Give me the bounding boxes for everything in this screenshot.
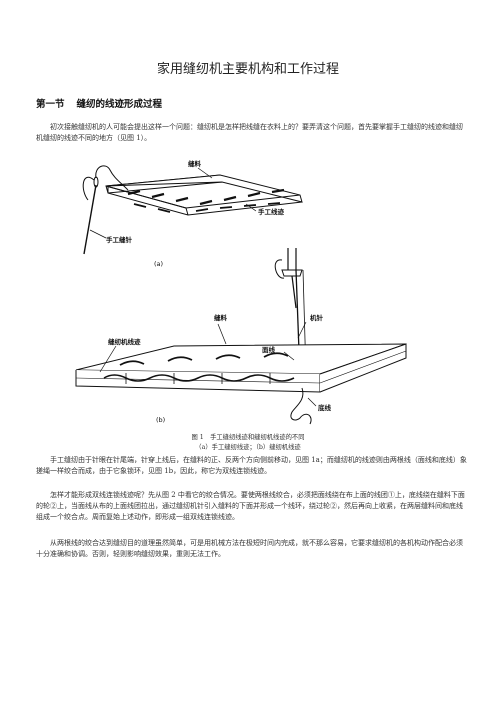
figure-illustration: 缝料 手工线迹 手工缝针 (a) xyxy=(75,159,407,425)
section-heading: 第一节缝纫的线迹形成过程 xyxy=(36,96,162,110)
page-title: 家用缝纫机主要机构和工作过程 xyxy=(156,62,339,77)
hand-stitch-diagram xyxy=(82,165,303,255)
label-part-b: (b) xyxy=(156,416,165,424)
machine-stitch-diagram xyxy=(75,248,407,425)
label-fabric-b: 缝料 xyxy=(214,313,228,322)
paragraph-lockstitch-formation: 怎样才能形成双线连锁线迹呢？先从图 2 中看它的绞合情况。要使两根线绞合，必须把… xyxy=(36,491,465,521)
label-machine-stitch: 缝纫机线迹 xyxy=(108,337,141,346)
label-hand-stitch: 手工线迹 xyxy=(258,207,285,216)
label-upper-thread: 面线 xyxy=(262,345,276,354)
label-part-a: (a) xyxy=(154,260,163,268)
section-name: 缝纫的线迹形成过程 xyxy=(76,99,163,110)
label-fabric-a: 缝料 xyxy=(188,160,202,168)
figure-1: 缝料 手工线迹 手工缝针 (a) xyxy=(70,159,430,432)
label-machine-needle: 机针 xyxy=(310,313,324,322)
paragraph-intro: 初次接触缝纫机的人可能会提出这样一个问题：缝纫机是怎样把线缝在衣料上的？要弄清这… xyxy=(36,123,463,142)
label-hand-needle: 手工缝针 xyxy=(106,235,133,244)
paragraph-mechanism-requirement: 从两根线的绞合达到缝纫目的道理虽然简单，可是用机械方法在极短时间内完成，就不那么… xyxy=(36,539,463,558)
paragraph-hand-vs-machine: 手工缝纫由于针眼在针尾端，针穿上线后，在缝料的正、反两个方向侧前移动，见图 1a… xyxy=(36,456,467,475)
figure-subcaption: （a）手工缝纫线迹；（b）缝纫机线迹 xyxy=(195,444,301,451)
label-bottom-thread: 底线 xyxy=(318,403,332,412)
figure-caption: 图 1 手工缝纫线迹和缝纫机线迹的不同 xyxy=(191,434,305,441)
section-number: 第一节 xyxy=(36,99,65,110)
